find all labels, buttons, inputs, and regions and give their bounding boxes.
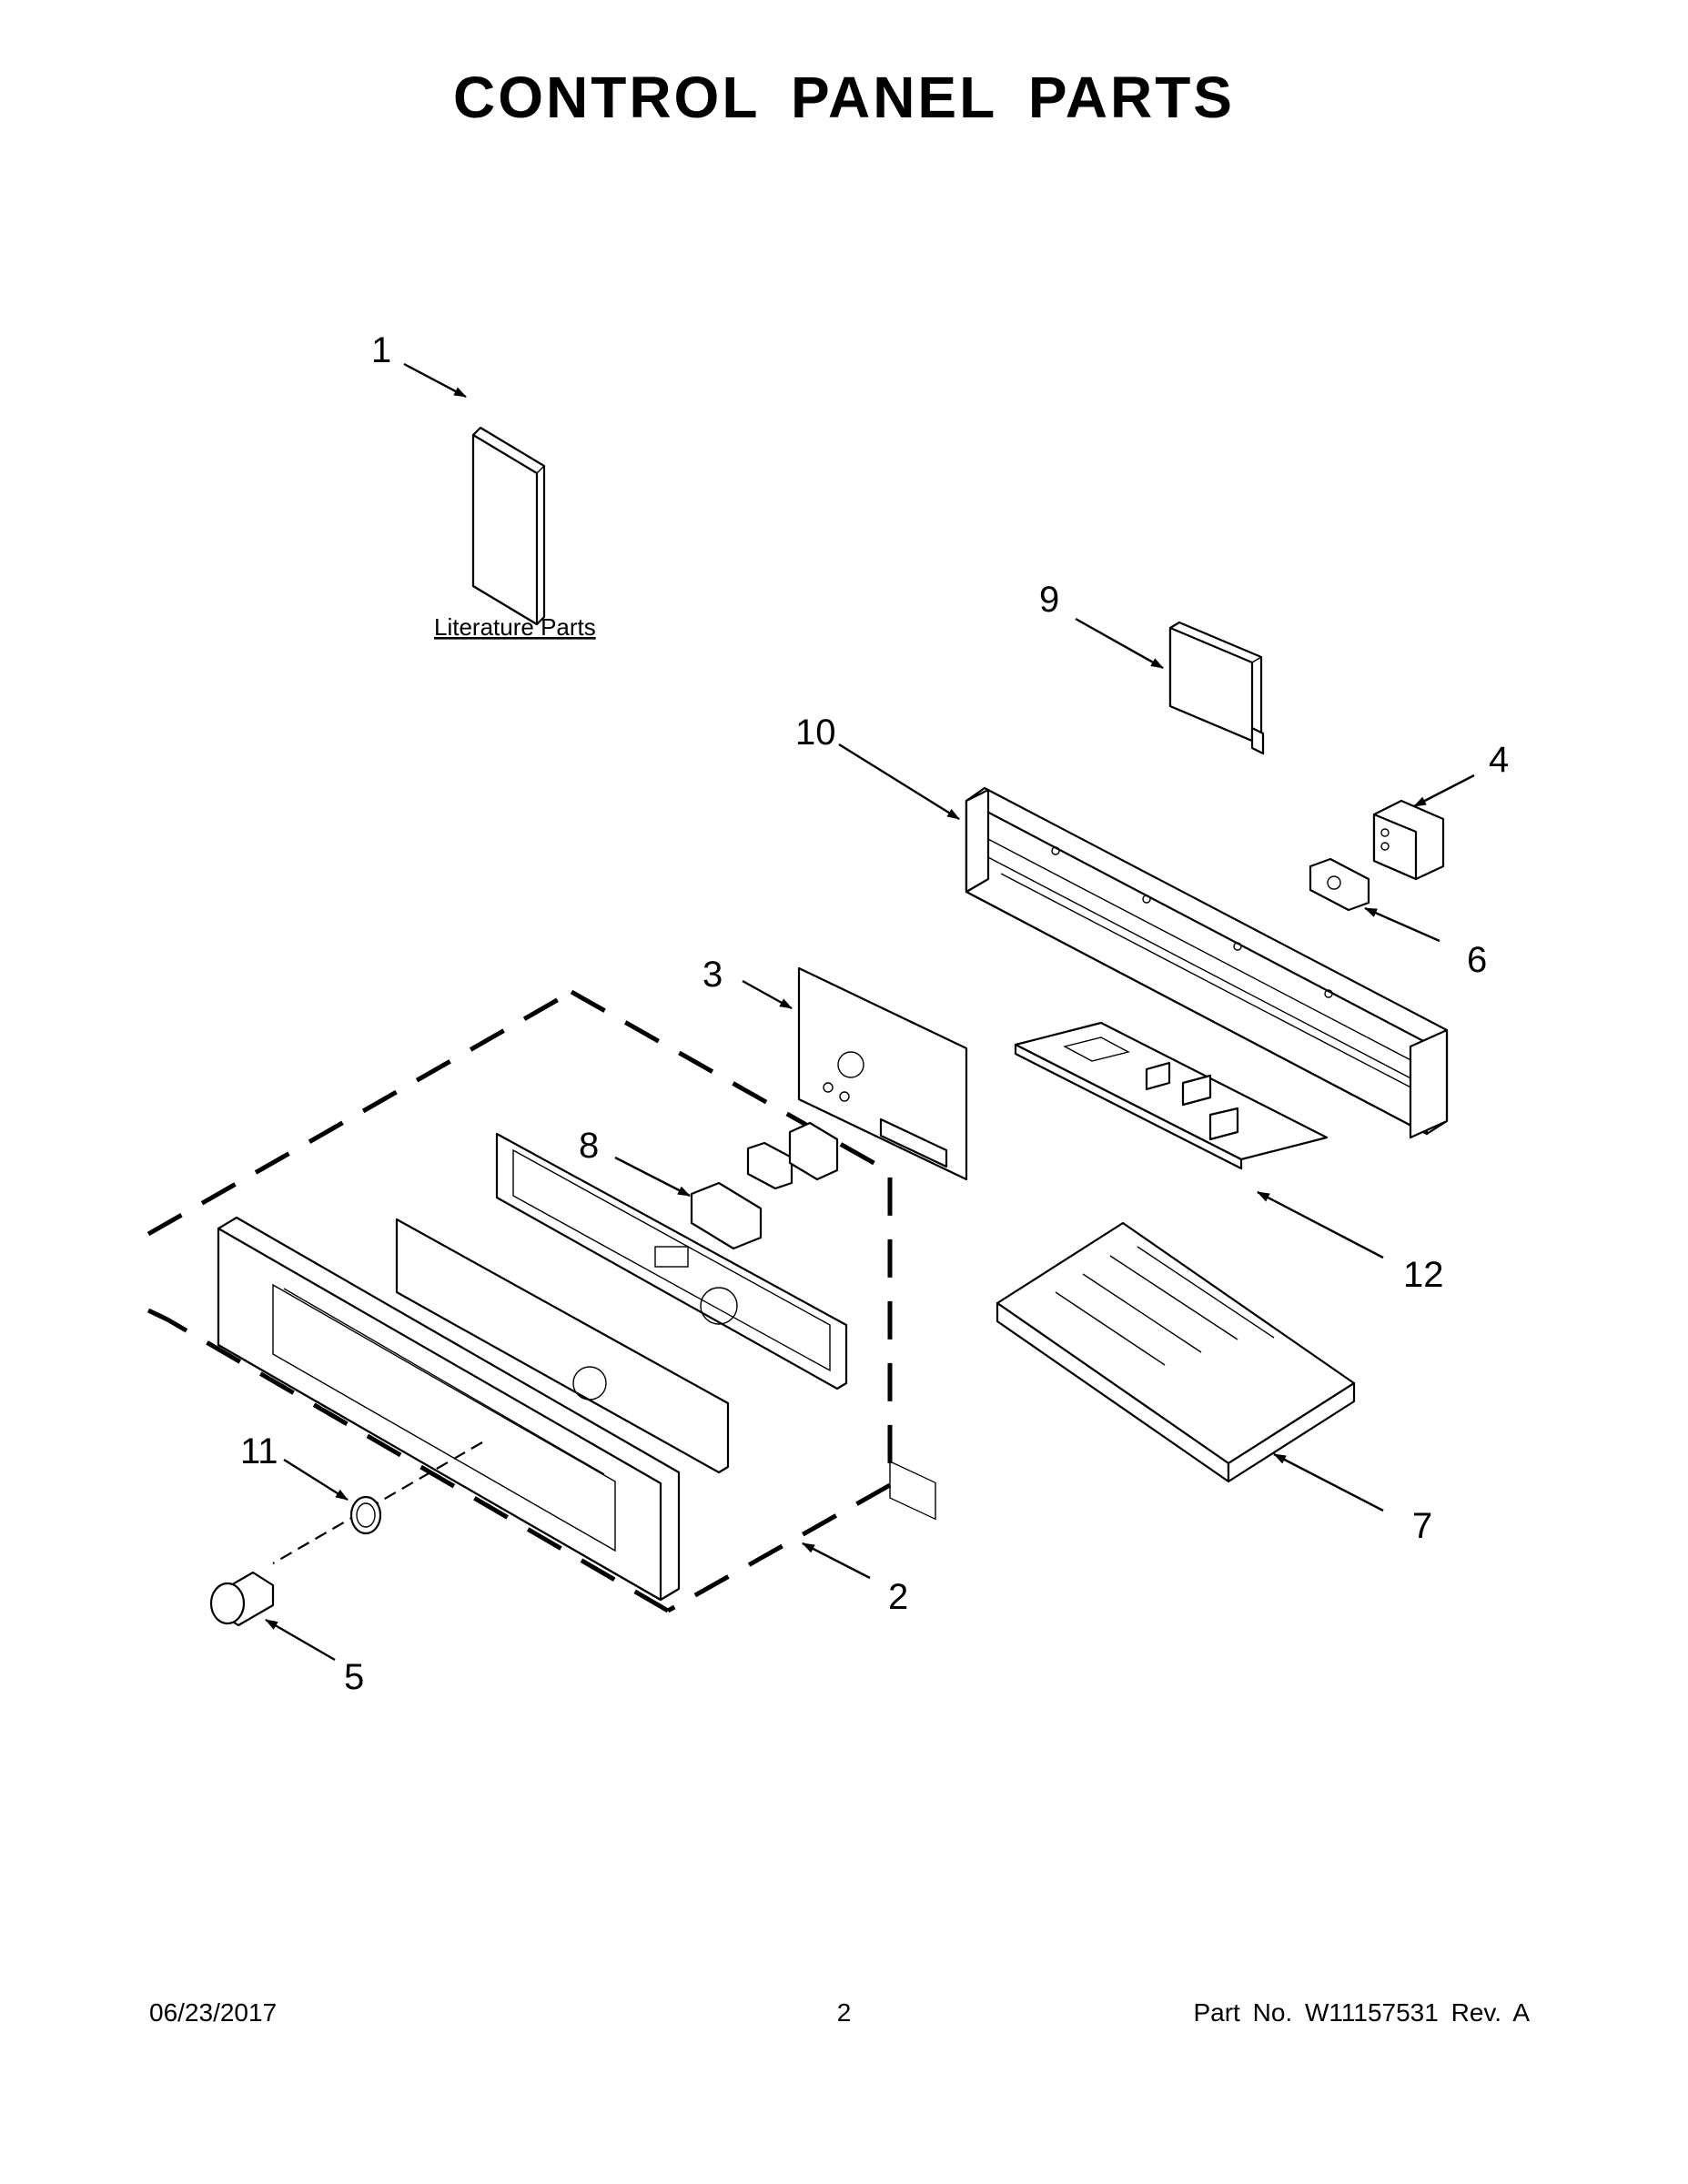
callout-1: 1 xyxy=(371,330,391,370)
callout-11: 11 xyxy=(240,1431,278,1471)
footer-part-number: Part No. W11157531 Rev. A xyxy=(1193,1998,1530,2027)
literature-booklet xyxy=(471,426,546,626)
footer-date: 06/23/2017 xyxy=(149,1998,278,2027)
callout-6: 6 xyxy=(1467,940,1487,980)
callout-2: 2 xyxy=(888,1577,908,1617)
callout-4: 4 xyxy=(1489,740,1509,780)
glass-bracket-frame xyxy=(495,1132,848,1390)
arrow-1 xyxy=(403,362,467,399)
callout-8: 8 xyxy=(579,1126,599,1166)
ui-control-board xyxy=(797,966,968,1521)
cover-bracket xyxy=(1168,621,1265,755)
arrow-10 xyxy=(838,743,960,821)
terminal-bracket xyxy=(1309,857,1370,912)
control-housing xyxy=(965,786,1449,1139)
arrow-8 xyxy=(614,1156,691,1198)
callout-3: 3 xyxy=(702,955,723,995)
arrow-5 xyxy=(265,1618,336,1662)
callout-10: 10 xyxy=(795,713,836,753)
control-knob xyxy=(209,1571,275,1627)
callout-12: 12 xyxy=(1403,1255,1444,1295)
callout-9: 9 xyxy=(1039,580,1059,620)
footer-page-number: 2 xyxy=(836,1998,852,2027)
console-assembly-boundary xyxy=(147,989,893,1613)
page-title: CONTROL PANEL PARTS xyxy=(453,65,1235,130)
arrow-7 xyxy=(1273,1452,1384,1512)
control-base-tray xyxy=(996,1221,1356,1483)
arrow-9 xyxy=(1075,617,1164,670)
arrow-11 xyxy=(283,1458,349,1502)
arrow-12 xyxy=(1257,1190,1384,1259)
knob-ring xyxy=(349,1495,382,1535)
arrow-6 xyxy=(1364,906,1440,943)
arrow-3 xyxy=(742,979,793,1010)
arrow-4 xyxy=(1413,774,1475,808)
callout-7: 7 xyxy=(1412,1506,1432,1546)
control-console-panel xyxy=(217,1216,681,1602)
display-glass xyxy=(395,1218,730,1474)
callout-5: 5 xyxy=(344,1657,364,1697)
arrow-2 xyxy=(802,1542,871,1580)
literature-parts-label: Literature Parts xyxy=(434,613,596,641)
switch-housing xyxy=(690,1121,839,1250)
main-control-board xyxy=(1014,1021,1329,1170)
terminal-block xyxy=(1372,799,1445,881)
